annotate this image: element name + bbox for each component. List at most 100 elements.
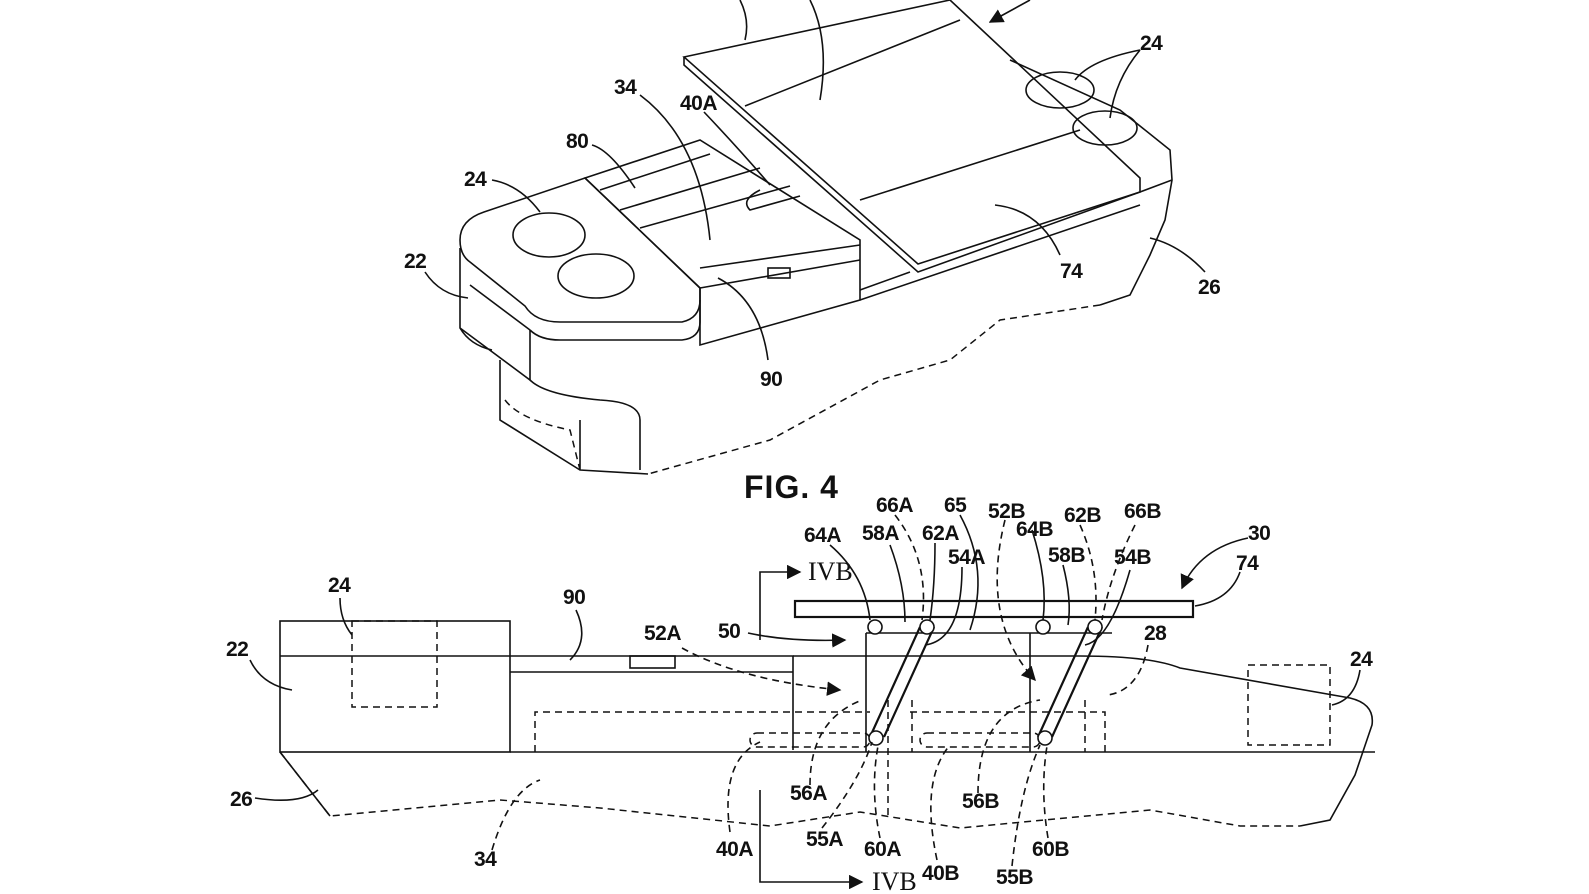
side-view: IVB IVB 24 22 90: [226, 494, 1375, 894]
figure-label: FIG. 4: [744, 469, 839, 505]
channel-34-hidden: [535, 712, 1105, 752]
ref-60A: 60A: [864, 838, 901, 861]
ref-55B: 55B: [996, 866, 1033, 889]
ref-56A: 56A: [790, 782, 827, 805]
ref-54A: 54A: [948, 546, 985, 569]
leader-55A: [822, 742, 872, 828]
leader-64B: [1032, 530, 1044, 620]
ref-74-side: 74: [1236, 552, 1259, 575]
leader-60B: [1044, 746, 1048, 838]
cup-24-b: [558, 254, 634, 298]
leader-50: [748, 633, 845, 640]
ref-90-top: 90: [760, 368, 782, 391]
leader-26: [1150, 238, 1205, 272]
end-22: [280, 621, 510, 752]
slot-40A: [747, 190, 800, 210]
leader-52A: [682, 648, 840, 690]
cup-24-hidden-right: [1248, 665, 1330, 745]
leader-62B: [1080, 525, 1096, 620]
ref-40A-top: 40A: [680, 92, 717, 115]
ref-34-side: 34: [474, 848, 497, 871]
link-55A: [870, 627, 934, 737]
leader-66A: [895, 515, 923, 620]
lower-foot: [500, 360, 648, 474]
leader-58A: [890, 545, 905, 622]
tray-74-side: [795, 601, 1193, 617]
leader-top-2: [810, 0, 823, 100]
leader-28: [1108, 645, 1148, 695]
ref-58B: 58B: [1048, 544, 1085, 567]
section-label-bottom: IVB: [872, 867, 917, 894]
ref-24-side-a: 24: [328, 574, 351, 597]
ref-34-top: 34: [614, 76, 637, 99]
base-26-lower-left: [280, 752, 330, 816]
ref-64B: 64B: [1016, 518, 1053, 541]
slot-40B-hidden: [920, 733, 1040, 747]
leader-24-right-a: [1075, 50, 1140, 80]
ref-22-side: 22: [226, 638, 248, 661]
link-55B: [1038, 627, 1102, 737]
ref-28: 28: [1144, 622, 1167, 645]
channel-90: [510, 656, 1375, 752]
pivot-60B: [1038, 731, 1052, 745]
pivot-62B: [1088, 620, 1102, 634]
ref-26-top: 26: [1198, 276, 1220, 299]
leader-90: [718, 278, 768, 360]
leader-60A: [874, 746, 880, 838]
ref-55A: 55A: [806, 828, 843, 851]
ref-66B: 66B: [1124, 500, 1161, 523]
channel-inner: [600, 154, 860, 288]
leader-top-3: [990, 0, 1030, 22]
ref-52A: 52A: [644, 622, 681, 645]
pivot-64A: [868, 620, 882, 634]
cup-24-d: [1073, 111, 1137, 145]
leader-74-side: [1195, 572, 1240, 606]
ref-56B: 56B: [962, 790, 999, 813]
leader-24-a: [340, 598, 352, 635]
ref-50: 50: [718, 620, 740, 643]
ref-40B: 40B: [922, 862, 959, 885]
ref-60B: 60B: [1032, 838, 1069, 861]
base-26-top: [860, 205, 1140, 300]
leader-22-side: [250, 660, 292, 690]
slot-40A-hidden: [750, 733, 870, 747]
ref-80: 80: [566, 130, 588, 153]
ref-24-side-b: 24: [1350, 648, 1373, 671]
leader-62A: [930, 543, 935, 620]
tab-90-side: [630, 656, 675, 668]
ref-26-side: 26: [230, 788, 252, 811]
leader-90-side: [570, 610, 582, 660]
ref-54B: 54B: [1114, 546, 1151, 569]
leader-80: [592, 145, 635, 188]
perspective-view: 24 22 80 34 40A 90 74 26 24: [404, 0, 1220, 474]
ref-65: 65: [944, 494, 967, 517]
ref-64A: 64A: [804, 524, 841, 547]
end-block-22-edge: [470, 285, 530, 330]
leader-26-side: [255, 790, 318, 800]
leader-22: [425, 272, 468, 298]
end-block-22-front: [460, 248, 700, 380]
channel-34: [585, 140, 860, 345]
cup-24-a: [513, 213, 585, 257]
leader-74: [995, 205, 1060, 255]
ref-74-top: 74: [1060, 260, 1083, 283]
ref-24-top-right: 24: [1140, 32, 1163, 55]
ref-90-side: 90: [563, 586, 585, 609]
leader-40A-side: [728, 742, 760, 832]
ref-66A: 66A: [876, 494, 913, 517]
tray-74-seam: [745, 20, 1080, 200]
ref-24-top-left: 24: [464, 168, 487, 191]
lower-foot-dashed: [505, 400, 580, 470]
leader-34-side: [492, 780, 540, 850]
ref-30: 30: [1248, 522, 1270, 545]
ref-40A-side: 40A: [716, 838, 753, 861]
ref-62A: 62A: [922, 522, 959, 545]
base-26-dashed: [648, 305, 1100, 474]
ref-58A: 58A: [862, 522, 899, 545]
cup-24-hidden-left: [352, 621, 437, 707]
leader-40B: [931, 745, 950, 860]
pivot-62A: [920, 620, 934, 634]
leader-top-1: [740, 0, 747, 40]
end-block-22-top: [460, 178, 700, 322]
